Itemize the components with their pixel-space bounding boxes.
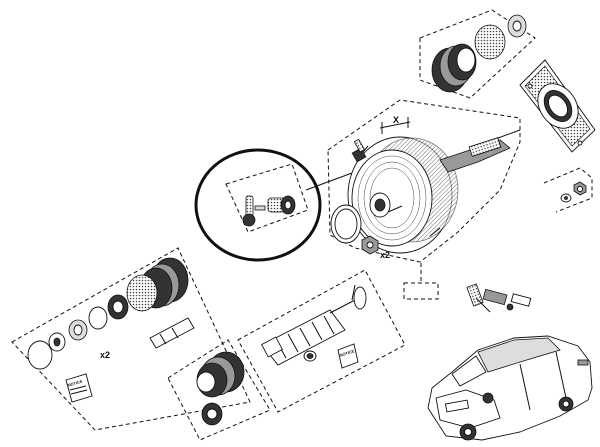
seal-stack-kit (126, 257, 189, 312)
kit-quantity: x2 (100, 350, 110, 360)
check-valve-detail[interactable] (194, 148, 353, 262)
mounting-gasket-plate[interactable] (519, 59, 596, 153)
boot-seal-ring (303, 350, 317, 362)
booster-nuts[interactable]: x2 (361, 235, 390, 260)
piston-seal-kit[interactable] (167, 339, 271, 441)
nuts-quantity: x2 (380, 250, 390, 260)
small-washer (507, 14, 527, 38)
part-reference-box (403, 282, 439, 300)
check-valve-body (267, 195, 296, 215)
nut-washer-kit[interactable] (543, 167, 593, 213)
pushrod-shaft (329, 284, 367, 314)
piston-seals (196, 351, 245, 398)
master-cylinder-assembly[interactable]: NOTICE (237, 269, 406, 413)
kit-washers (27, 294, 129, 370)
booster-location-marker (482, 392, 494, 404)
master-cylinder-boot (261, 309, 346, 366)
pedal-switch-connector[interactable] (466, 283, 532, 313)
brake-booster-servo[interactable] (347, 129, 521, 254)
top-seal-kit-group[interactable] (419, 9, 536, 99)
booster-stud-bolt (351, 138, 367, 163)
svg-text:NOTICE: NOTICE (67, 379, 83, 388)
kit-sleeve (149, 317, 195, 349)
dimension-x-marker: X (379, 115, 411, 134)
check-valve-screw (242, 195, 266, 227)
seal-stack-large (431, 43, 477, 93)
piston-washer (201, 402, 223, 426)
vehicle-location-illustration (427, 335, 593, 441)
dimension-x-label: X (393, 115, 399, 125)
kit-instruction-leaflet: NOTICE (65, 373, 93, 403)
svg-text:NOTICE: NOTICE (339, 348, 355, 358)
booster-assembly-outline (327, 99, 521, 263)
o-ring-seal[interactable] (330, 204, 362, 244)
master-cylinder-seal-kit[interactable]: x2 NOTICE (11, 247, 251, 431)
filter-disc (474, 24, 506, 60)
grease-sticker: NOTICE (337, 343, 359, 369)
